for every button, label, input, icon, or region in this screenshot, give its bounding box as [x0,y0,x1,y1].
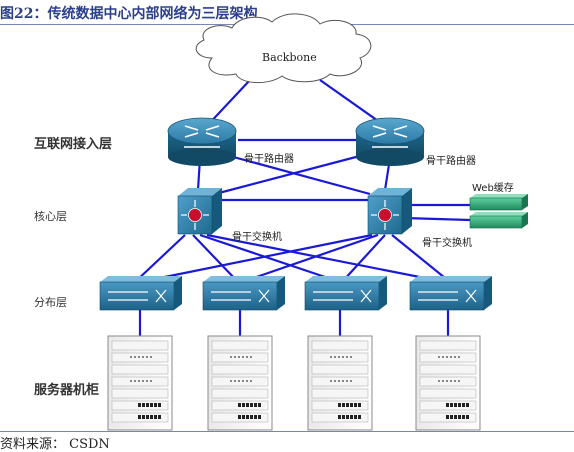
distribution-switch-2 [202,276,285,311]
link-sl-d1 [134,234,186,283]
link-router-right-switch-left [214,150,376,196]
web-cache-label: Web缓存 [472,183,514,194]
layer-label-server-rack: 服务器机柜 [34,383,100,398]
router-left [167,117,237,166]
link-sr-d3 [341,234,386,283]
server-rack-4 [415,335,481,431]
core-switch-left [177,188,222,235]
backbone-cloud [195,13,372,83]
router-left-label: 骨干路由器 [244,154,294,165]
switch-left-label: 骨干交换机 [232,232,282,243]
link-sl-d4 [206,233,446,284]
link-sr-d2 [241,233,379,284]
core-switch-right [367,188,412,235]
layer-label-core: 核心层 [34,210,67,223]
web-cache-unit-1 [469,194,528,211]
link-sl-d3 [199,233,341,284]
layer-label-distribution: 分布层 [34,296,67,309]
cloud-label: Backbone [262,51,317,64]
router-right-label: 骨干路由器 [426,156,476,167]
switch-right-label: 骨干交换机 [422,238,472,249]
layer-label-internet-access: 互联网接入层 [34,137,113,152]
distribution-switch-1 [99,276,182,311]
distribution-switch-3 [304,276,387,311]
link-sr-d1 [139,233,373,284]
source-note: 资料来源： CSDN [0,437,110,452]
server-rack-2 [207,335,273,431]
link-sl-d2 [192,234,239,283]
figure-title: 图22：传统数据中心内部网络为三层架构 [0,6,258,22]
web-cache-unit-2 [469,212,528,229]
server-rack-1 [107,335,173,431]
link-sr-d4 [391,234,451,283]
server-rack-3 [307,335,373,431]
router-right [355,117,425,166]
server-racks [107,335,481,431]
link-switch-right-cache-2 [403,216,471,222]
source-divider [0,431,574,432]
distribution-switch-4 [409,276,492,311]
